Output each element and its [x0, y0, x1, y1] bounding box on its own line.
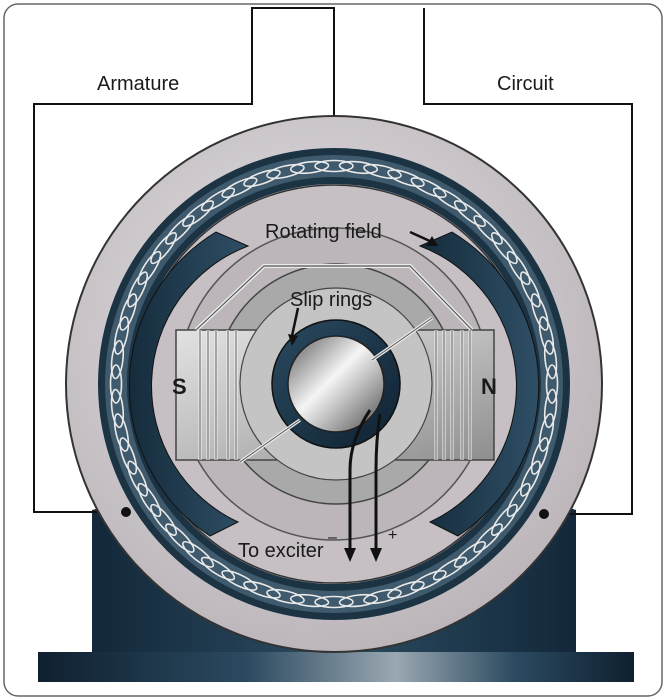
coil-turn	[109, 364, 123, 404]
coil-turn	[432, 556, 468, 581]
coil-turn	[473, 523, 503, 553]
coil-turn	[137, 250, 162, 286]
coil-turn	[314, 595, 354, 609]
coil-turn	[221, 569, 258, 591]
coil-turn	[410, 569, 447, 591]
label-slip-rings: Slip rings	[290, 289, 372, 311]
coil-turn	[314, 159, 354, 173]
coil-turn	[289, 160, 330, 175]
rotating-field-arrow	[409, 230, 433, 244]
coil-turn	[338, 593, 379, 608]
exciter-lead-positive	[374, 413, 382, 552]
coil-turn	[538, 316, 555, 355]
coil-turn	[363, 588, 402, 605]
coil-turn	[387, 169, 425, 188]
coil-turn	[221, 177, 258, 199]
stator-coil-turns	[109, 159, 559, 609]
coil-turn	[473, 215, 503, 245]
label-minus: –	[328, 529, 337, 546]
coil-turn	[363, 163, 402, 180]
coil-turn	[338, 160, 379, 175]
coil-turn	[110, 388, 125, 429]
arrow-negative	[344, 548, 356, 562]
coil-turn	[543, 339, 558, 380]
label-rotating-field: Rotating field	[265, 221, 382, 243]
coil-turn	[432, 187, 468, 212]
coil-turn	[127, 460, 149, 497]
coil-turn	[543, 388, 558, 429]
junction-left	[121, 507, 131, 517]
coil-turn	[113, 413, 130, 452]
label-pole-north: N	[481, 374, 497, 399]
coil-turn	[150, 232, 178, 265]
label-to-exciter: To exciter	[238, 540, 324, 562]
coil-turn	[200, 187, 236, 212]
coil-turn	[165, 523, 195, 553]
slip-rings-arrow	[290, 307, 300, 337]
coil-turn	[150, 503, 178, 536]
coil-turn	[119, 293, 138, 331]
pole-shoe-north	[418, 231, 540, 537]
coil-turn	[110, 339, 125, 380]
coil-turn	[490, 232, 518, 265]
rotor-shaft	[287, 335, 385, 433]
coil-turn	[165, 215, 195, 245]
coil-turn	[387, 580, 425, 599]
coil-turn	[289, 593, 330, 608]
circuit-wire	[423, 8, 633, 515]
coil-turn	[506, 250, 531, 286]
coil-turn	[266, 588, 305, 605]
coil-turn	[127, 271, 149, 308]
coil-turn	[453, 200, 486, 228]
coil-turn	[113, 316, 130, 355]
coil-turn	[530, 293, 549, 331]
label-armature: Armature	[97, 73, 179, 95]
coil-turn	[119, 437, 138, 475]
exciter-lead-negative	[348, 409, 372, 552]
arrow-positive	[370, 548, 382, 562]
coil-turn	[538, 413, 555, 452]
coil-turn	[545, 364, 559, 404]
coil-turn	[243, 580, 281, 599]
label-circuit: Circuit	[497, 73, 554, 95]
coil-turn	[453, 540, 486, 568]
coil-turn	[182, 540, 215, 568]
coil-turn	[182, 200, 215, 228]
coil-turn	[243, 169, 281, 188]
coil-turn	[506, 482, 531, 518]
machine-base	[38, 652, 634, 682]
coil-turn	[519, 271, 541, 308]
coil-turn	[200, 556, 236, 581]
coil-turn	[519, 460, 541, 497]
coil-turn	[530, 437, 549, 475]
coil-turn	[137, 482, 162, 518]
label-pole-south: S	[172, 374, 187, 399]
armature-wire	[33, 7, 335, 513]
junction-right	[539, 509, 549, 519]
pole-shoe-south	[128, 231, 250, 537]
coil-turn	[490, 503, 518, 536]
coil-turn	[266, 163, 305, 180]
coil-turn	[410, 177, 447, 199]
label-plus: +	[388, 527, 397, 544]
